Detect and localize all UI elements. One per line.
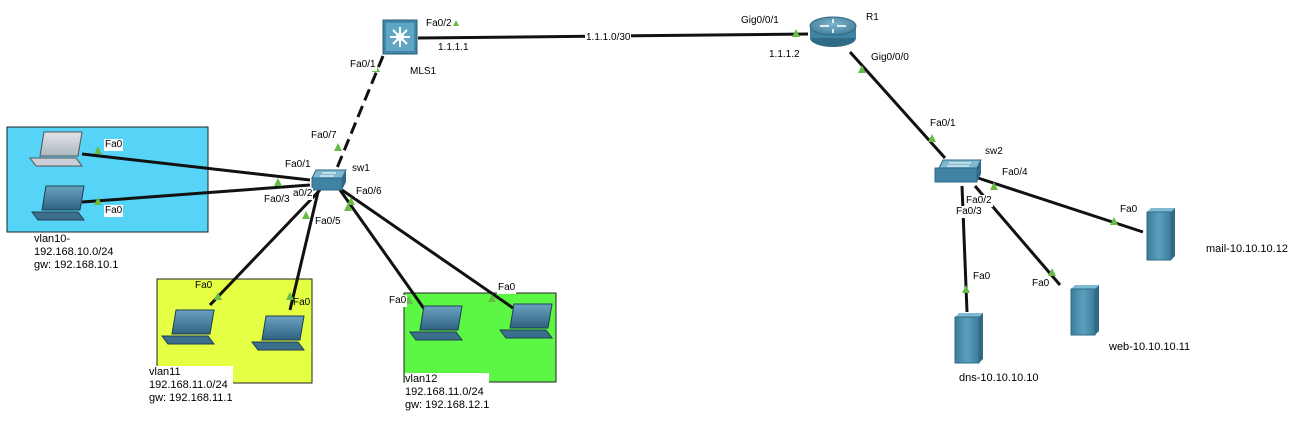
- link-mls1-sw1[interactable]: [335, 55, 385, 169]
- laptop-icon[interactable]: [31, 185, 85, 221]
- vlan11-note: vlan11 192.168.11.0/24 gw: 192.168.11.1: [149, 366, 233, 405]
- port-up-indicator: [347, 197, 355, 205]
- ip-label-mls1: 1.1.1.1: [437, 42, 470, 54]
- switch-icon[interactable]: [934, 159, 982, 183]
- port-up-indicator: [274, 178, 282, 186]
- port-label: Gig0/0/0: [870, 52, 910, 64]
- port-label: Fa0/3: [955, 206, 983, 218]
- port-label: Fa0/3: [263, 194, 291, 206]
- port-up-indicator: [286, 292, 294, 300]
- device-name-sw2: sw2: [985, 146, 1003, 157]
- link-sw1-pc6[interactable]: [341, 188, 514, 310]
- port-up-indicator: [214, 292, 222, 300]
- port-label: Gig0/0/1: [740, 15, 780, 27]
- port-up-indicator: [990, 182, 998, 190]
- port-label: Fa0: [972, 271, 992, 283]
- port-label: Fa0: [195, 280, 213, 291]
- port-up-indicator: [334, 143, 342, 151]
- port-label: Fa0: [1031, 278, 1051, 290]
- port-up-indicator: [488, 294, 496, 302]
- vlan12-note: vlan12 192.168.11.0/24 gw: 192.168.12.1: [405, 373, 490, 412]
- port-label: Fa0: [388, 295, 408, 307]
- port-up-indicator: [94, 146, 102, 154]
- port-label: Fa0/2: [965, 195, 993, 207]
- port-up-indicator: [1048, 268, 1056, 276]
- port-label: Fa0/4: [1001, 167, 1029, 179]
- port-label: Fa0: [1119, 204, 1139, 216]
- port-up-indicator: [792, 29, 800, 37]
- device-name-mls1: MLS1: [410, 66, 437, 77]
- link-sw1-pc5[interactable]: [338, 189, 427, 311]
- server-label-mail: mail-10.10.10.12: [1205, 243, 1289, 255]
- server-icon[interactable]: [954, 313, 983, 364]
- port-label: a0/2: [292, 188, 314, 200]
- port-up-indicator: [1110, 217, 1118, 225]
- port-up-indicator: [302, 211, 310, 219]
- router-icon[interactable]: [809, 16, 857, 47]
- server-icon[interactable]: [1146, 208, 1175, 261]
- laptop-icon[interactable]: [251, 315, 305, 351]
- device-name-r1: R1: [866, 12, 879, 23]
- port-up-indicator: [453, 20, 459, 26]
- laptop-icon[interactable]: [499, 303, 553, 339]
- link-r1-sw2[interactable]: [848, 50, 947, 160]
- port-label: Fa0/1: [929, 118, 957, 130]
- switch-icon[interactable]: [311, 169, 347, 191]
- port-label: Fa0: [497, 282, 517, 294]
- server-label-dns: dns-10.10.10.10: [958, 372, 1040, 384]
- port-label: Fa0/5: [314, 216, 342, 228]
- port-up-indicator: [928, 134, 936, 142]
- link-sw1-pc3[interactable]: [208, 188, 322, 307]
- port-up-indicator: [344, 203, 352, 211]
- vlan10-note: vlan10- 192.168.10.0/24 gw: 192.168.10.1: [34, 233, 119, 272]
- link-sw1-pc1[interactable]: [81, 152, 311, 182]
- link-sw1-pc2[interactable]: [81, 183, 311, 204]
- port-label: Fa0: [104, 205, 124, 217]
- link-sw1-pc4[interactable]: [288, 191, 320, 311]
- port-up-indicator: [94, 197, 102, 205]
- multilayer-switch-icon[interactable]: [382, 19, 418, 55]
- laptop-icon[interactable]: [161, 309, 215, 345]
- server-label-web: web-10.10.10.11: [1108, 341, 1192, 353]
- port-label: Fa0/7: [310, 130, 338, 142]
- port-label: Fa0/1: [284, 159, 312, 171]
- subnet-label: 1.1.1.0/30: [585, 32, 632, 44]
- port-label: Fa0/6: [355, 186, 383, 198]
- ip-label-r1: 1.1.1.2: [768, 49, 801, 61]
- server-icon[interactable]: [1070, 285, 1099, 336]
- port-label: Fa0: [104, 139, 124, 151]
- port-up-indicator: [962, 285, 970, 293]
- port-label: Fa0: [293, 297, 311, 308]
- device-name-sw1: sw1: [352, 163, 370, 174]
- port-label: Fa0/1: [349, 59, 377, 71]
- laptop-icon[interactable]: [409, 305, 463, 341]
- port-label: Fa0/2: [425, 18, 453, 30]
- port-up-indicator: [858, 65, 866, 73]
- laptop-icon[interactable]: [29, 131, 83, 167]
